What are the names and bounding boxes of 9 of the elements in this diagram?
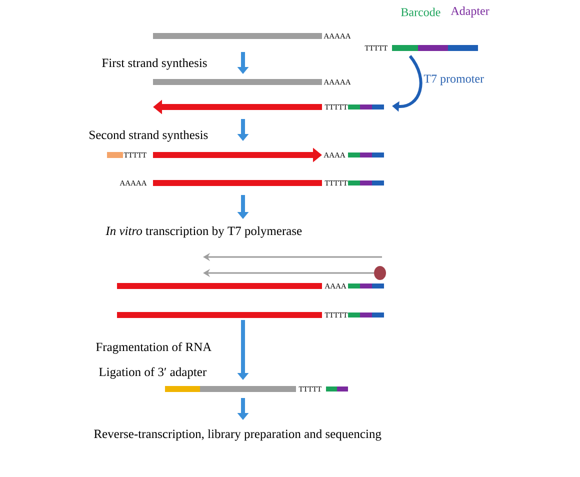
step-label: In vitro transcription by T7 polymerase — [106, 226, 302, 238]
part-label: Adapter — [450, 6, 490, 18]
step-label: First strand synthesis — [102, 58, 207, 70]
part-label: T7 promoter — [424, 74, 484, 86]
part-label: Barcode — [401, 8, 440, 16]
step-label: Fragmentation of RNA — [96, 342, 212, 354]
step-label: Reverse-transcription, library preparation and sequencing — [94, 429, 382, 441]
step-label: Ligation of 3′ adapter — [99, 367, 207, 379]
step-label: Second strand synthesis — [90, 130, 208, 142]
